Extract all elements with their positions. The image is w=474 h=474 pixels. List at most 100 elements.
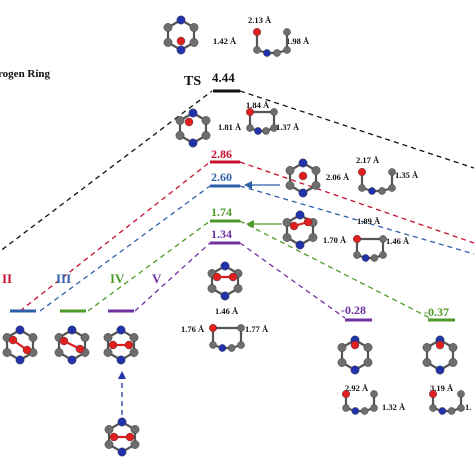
oxygen-atom bbox=[184, 117, 194, 127]
dist-ts-a: 1.84 Å bbox=[246, 100, 270, 110]
carbon-atom bbox=[273, 49, 281, 57]
oxygen-atom bbox=[252, 28, 261, 37]
carbon-atom bbox=[311, 181, 321, 190]
dist-r-a: 2.17 Å bbox=[356, 155, 380, 165]
carbon-atom bbox=[80, 333, 90, 342]
molecule-green bbox=[282, 210, 318, 250]
oxygen-atom bbox=[124, 340, 134, 350]
roman-II: II bbox=[2, 271, 12, 286]
oxygen-atom bbox=[228, 272, 238, 282]
carbon-atom bbox=[282, 233, 292, 242]
distance-labels: 2.13 Å 1.42 Å 1.98 Å 1.84 Å 1.81 Å 1.37 … bbox=[181, 15, 471, 412]
nitrogen-atom bbox=[350, 365, 360, 375]
carbon-atom bbox=[270, 124, 278, 132]
nitrogen-atom bbox=[67, 325, 77, 335]
nitrogen-atom bbox=[218, 344, 227, 352]
roman-IV: IV bbox=[110, 271, 125, 286]
carbon-atom bbox=[207, 284, 217, 293]
carbon-atom bbox=[189, 23, 199, 32]
cage-green bbox=[353, 234, 387, 262]
molecule-red bbox=[285, 158, 321, 198]
dist-p-a: 1.46 Å bbox=[215, 306, 239, 316]
carbon-atom bbox=[370, 390, 378, 398]
arrow-blue-head bbox=[244, 181, 252, 189]
dist-r-b: 2.06 Å bbox=[326, 172, 350, 182]
carbon-atom bbox=[370, 254, 379, 262]
carbon-atom bbox=[285, 166, 295, 175]
connector-blue-left bbox=[39, 185, 211, 312]
energy-product-green: -0.37 bbox=[424, 305, 449, 319]
oxygen-atom bbox=[108, 340, 118, 350]
carbon-atom bbox=[201, 116, 211, 125]
oxygen-atom bbox=[298, 171, 308, 181]
carbon-atom bbox=[130, 440, 140, 449]
carbon-atom bbox=[283, 28, 291, 36]
energy-product-purple: -0.28 bbox=[341, 303, 366, 317]
nitrogen-atom bbox=[298, 188, 308, 198]
dist-m-b: 1.32 Å bbox=[382, 402, 406, 412]
roman-V: V bbox=[152, 271, 162, 286]
carbon-atom bbox=[129, 348, 139, 357]
nitrogen-atom bbox=[67, 355, 77, 365]
oxygen-atom bbox=[59, 336, 69, 346]
dist-top-c: 1.98 Å bbox=[286, 36, 310, 46]
carbon-atom bbox=[358, 184, 366, 192]
carbon-atom bbox=[129, 333, 139, 342]
nitrogen-atom bbox=[295, 210, 305, 220]
carbon-atom bbox=[253, 46, 261, 54]
cage-product-green bbox=[429, 390, 465, 415]
cage-product-purple bbox=[342, 390, 378, 415]
oxygen-atom bbox=[435, 340, 445, 350]
header-title: rogen Ring bbox=[0, 68, 51, 80]
carbon-atom bbox=[282, 218, 292, 227]
carbon-atom bbox=[2, 348, 12, 357]
carbon-atom bbox=[363, 358, 373, 367]
carbon-atom bbox=[422, 358, 432, 367]
nitrogen-atom bbox=[368, 187, 376, 195]
nitrogen-atom bbox=[220, 291, 230, 301]
carbon-atom bbox=[379, 251, 387, 259]
dist-g-b: 1.70 Å bbox=[323, 235, 347, 245]
carbon-atom bbox=[227, 344, 236, 352]
nitrogen-atom bbox=[117, 417, 127, 427]
carbon-atom bbox=[429, 404, 437, 412]
molecule-IV bbox=[103, 325, 139, 365]
arrows bbox=[118, 181, 282, 379]
carbon-atom bbox=[285, 181, 295, 190]
molecule-product-purple bbox=[337, 335, 373, 375]
oxygen-atom bbox=[212, 272, 222, 282]
cage-red bbox=[358, 167, 396, 195]
carbon-atom bbox=[28, 333, 38, 342]
carbon-atom bbox=[262, 127, 270, 135]
carbon-atom bbox=[163, 23, 173, 32]
carbon-atom bbox=[379, 235, 387, 243]
nitrogen-atom bbox=[117, 447, 127, 457]
energy-red: 2.86 bbox=[211, 147, 232, 161]
cage-top bbox=[252, 28, 291, 57]
nitrogen-atom bbox=[298, 158, 308, 168]
carbon-atom bbox=[388, 184, 396, 192]
nitrogen-atom bbox=[188, 108, 198, 118]
dist-g-c: 1.46 Å bbox=[386, 236, 410, 246]
carbon-atom bbox=[130, 425, 140, 434]
oxygen-atom bbox=[8, 335, 18, 345]
nitrogen-atom bbox=[15, 355, 25, 365]
cage-purple bbox=[208, 324, 245, 352]
carbon-atom bbox=[189, 38, 199, 47]
oxygen-atom bbox=[342, 390, 351, 399]
oxygen-atom bbox=[245, 107, 254, 116]
nitrogen-atom bbox=[176, 15, 186, 25]
carbon-atom bbox=[270, 108, 278, 116]
carbon-atom bbox=[175, 131, 185, 140]
energy-levels bbox=[10, 89, 455, 322]
oxygen-atom bbox=[125, 432, 135, 442]
dist-g-a: 1.89 Å bbox=[357, 216, 381, 226]
carbon-atom bbox=[337, 358, 347, 367]
nitrogen-atom bbox=[254, 127, 262, 135]
oxygen-atom bbox=[109, 432, 119, 442]
oxygen-atom bbox=[75, 344, 85, 354]
nitrogen-atom bbox=[15, 325, 25, 335]
carbon-atom bbox=[103, 333, 113, 342]
nitrogen-atom bbox=[438, 407, 447, 415]
